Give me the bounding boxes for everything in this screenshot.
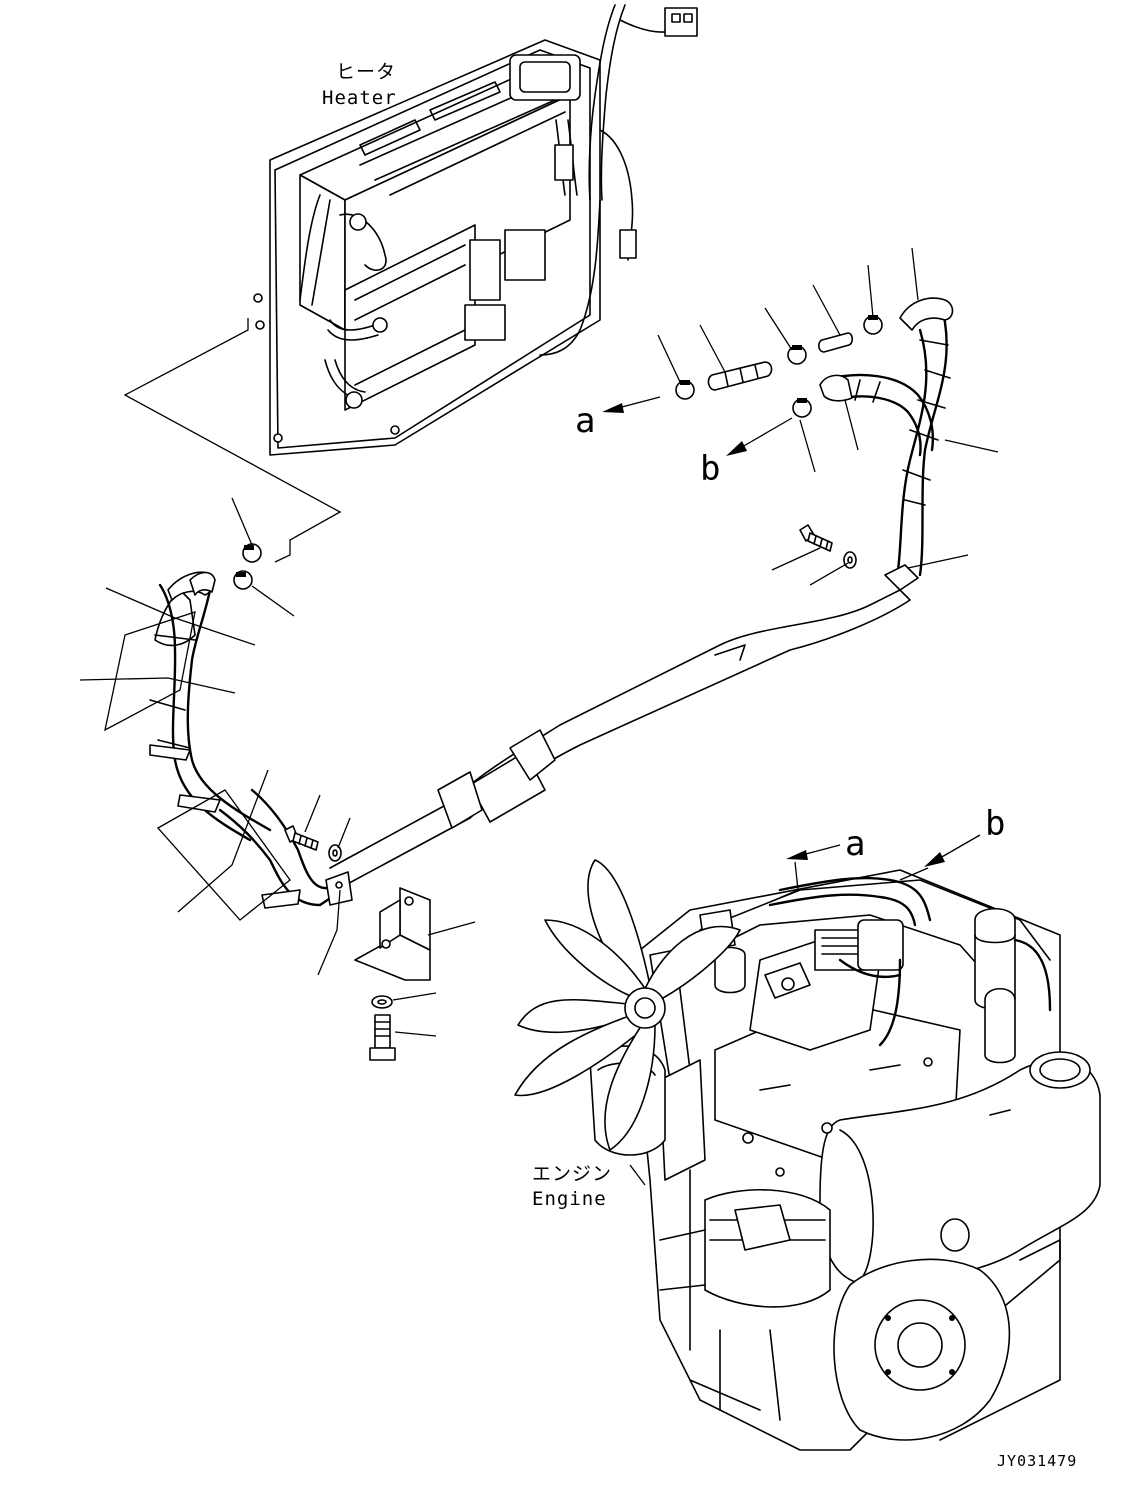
- ref-letter-a-upper: a: [575, 401, 595, 441]
- bolt-upper: [799, 524, 833, 552]
- hose-short: [707, 361, 773, 391]
- clamp-heater-1: [242, 543, 262, 563]
- ref-a-leader: [769, 861, 799, 903]
- arrow-left-icon: [786, 844, 841, 860]
- washer-middle: [328, 844, 342, 862]
- ref-b-leader: [899, 867, 929, 881]
- arrow-left-icon: [924, 834, 981, 867]
- connection-leader: [123, 318, 342, 563]
- clamp-c: [863, 315, 883, 335]
- heater-hose-assembly: [149, 297, 954, 981]
- engine-label-jp: エンジン: [532, 1163, 612, 1185]
- clamp-a: [675, 380, 695, 400]
- small-parts: [233, 315, 883, 1061]
- engine-label-en: Engine: [532, 1188, 607, 1210]
- clamp-heater-2: [233, 570, 253, 590]
- pipe-nipple: [818, 332, 854, 353]
- leader-lines: [79, 247, 999, 1037]
- engine-fan: [514, 859, 741, 1151]
- clamp-b: [787, 345, 807, 365]
- ref-letter-b-lower: b: [985, 804, 1005, 844]
- heater-unit: [253, 4, 698, 456]
- heater-label-jp: ヒータ: [336, 61, 396, 83]
- ref-letter-b-upper: b: [700, 449, 720, 489]
- arrow-left-icon: [602, 396, 661, 413]
- drawing-code: JY031479: [997, 1452, 1077, 1470]
- arrow-left-icon: [726, 417, 793, 456]
- washer-lower: [371, 995, 393, 1009]
- clamp-d: [792, 398, 812, 418]
- bolt-middle: [284, 825, 319, 851]
- washer-upper: [843, 551, 857, 569]
- ref-letter-a-lower: a: [845, 824, 865, 864]
- bolt-lower: [369, 1014, 396, 1061]
- heater-label-en: Heater: [322, 87, 397, 109]
